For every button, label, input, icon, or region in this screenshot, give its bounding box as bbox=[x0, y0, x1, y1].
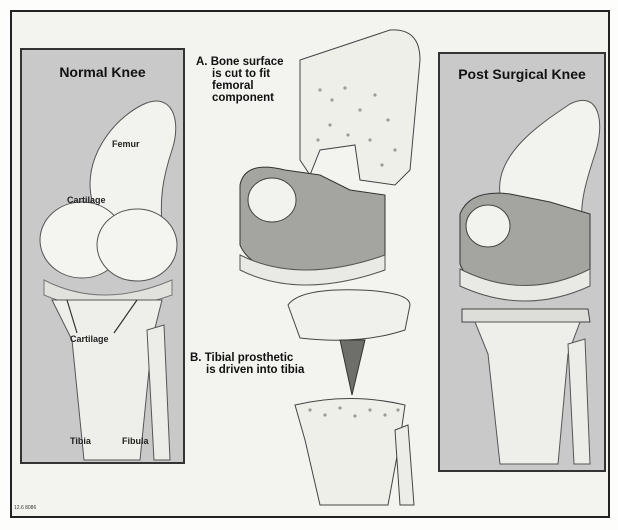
step-a-line-3: femoral bbox=[196, 80, 284, 92]
step-a-line-2: is cut to fit bbox=[196, 68, 284, 80]
step-b-line-1: B. Tibial prosthetic bbox=[190, 352, 304, 364]
step-b-caption: B. Tibial prosthetic is driven into tibi… bbox=[190, 352, 304, 376]
figure-code: 12.6 8086 bbox=[14, 505, 36, 511]
step-a-line-4: component bbox=[196, 92, 284, 104]
step-a-caption: A. Bone surface is cut to fit femoral co… bbox=[196, 56, 284, 104]
step-a-line-1: A. Bone surface bbox=[196, 56, 284, 68]
post-surgical-knee-illustration bbox=[440, 54, 608, 474]
post-surgical-knee-panel: Post Surgical Knee bbox=[438, 52, 606, 472]
step-b-line-2: is driven into tibia bbox=[190, 364, 304, 376]
